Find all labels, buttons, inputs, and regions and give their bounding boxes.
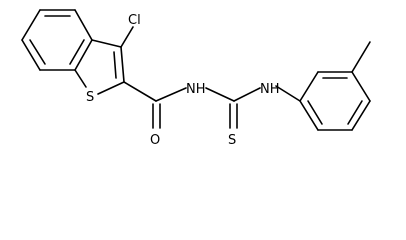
amide-nh-label: NH: [186, 82, 206, 97]
thiophene-ring: [74, 39, 125, 95]
thione-sulfur-label: S: [228, 133, 236, 148]
molecule-diagram: Cl S NH NH O S: [21, 9, 371, 148]
benzo-ring: [21, 9, 93, 71]
carbonyl-group: [123, 81, 187, 129]
structure-canvas: Cl S NH NH O S: [21, 9, 371, 148]
aryl-nh-label: NH: [260, 82, 280, 97]
chlorine-label: Cl: [128, 13, 141, 28]
oxygen-label: O: [150, 133, 160, 148]
c-cl-bond: [120, 26, 134, 48]
ring-sulfur-label: S: [86, 90, 94, 105]
methyl-bond: [351, 41, 371, 73]
thiourea-group: [205, 85, 301, 129]
tolyl-ring: [299, 41, 371, 131]
